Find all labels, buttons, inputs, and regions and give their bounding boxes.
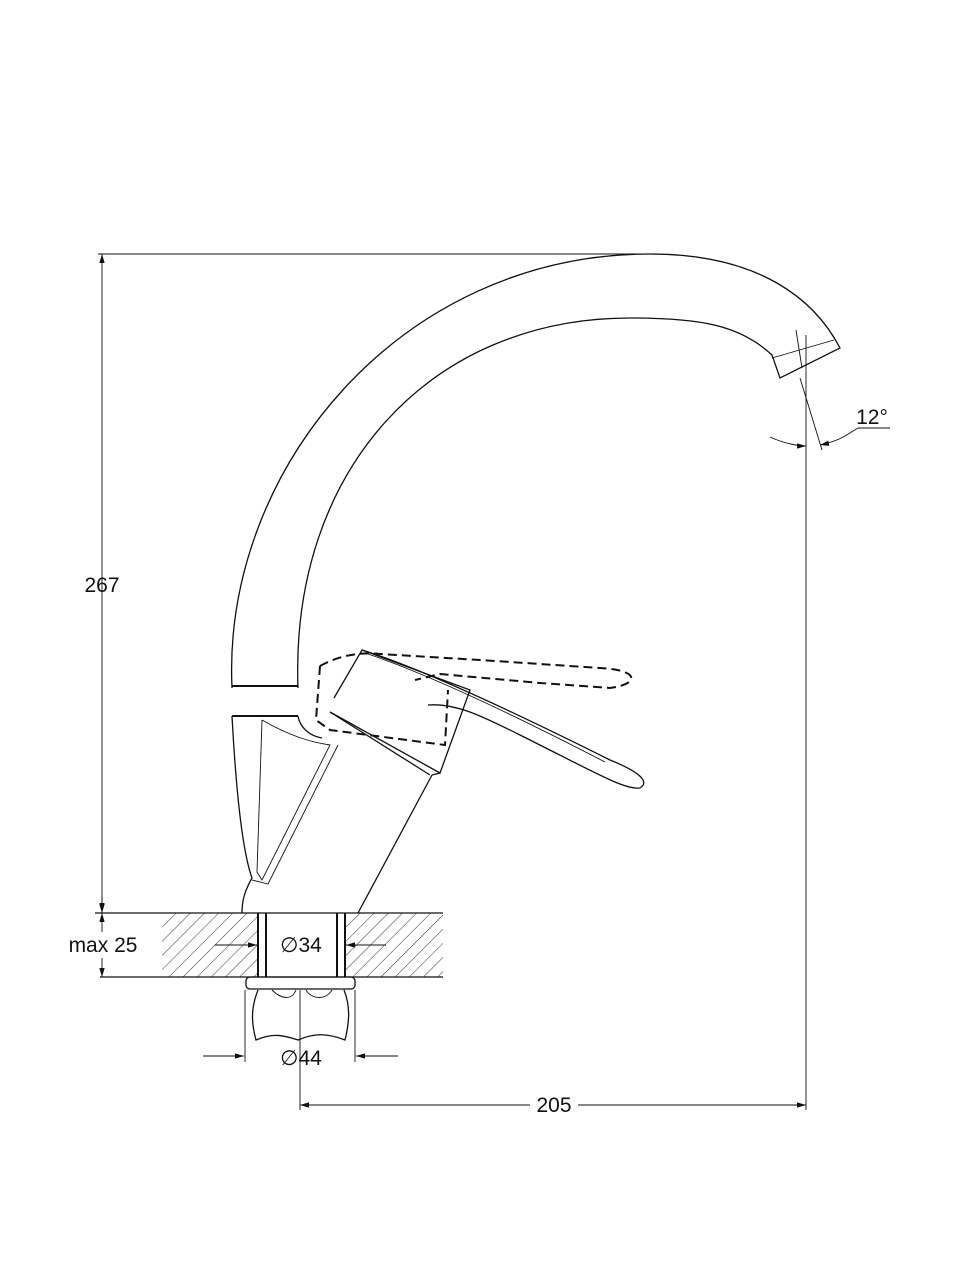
body-band (232, 685, 298, 717)
hole-diameter-dimension: ∅34 (215, 934, 386, 957)
countertop (95, 912, 443, 978)
height-dimension: 267 (84, 253, 650, 912)
reach-dimension: 205 (300, 335, 807, 1117)
nut-diameter-dimension: ∅44 (203, 990, 398, 1070)
lever-handle-alt-position (314, 652, 633, 747)
lever-handle (361, 649, 645, 789)
nut-diameter-label: ∅44 (280, 1047, 322, 1070)
spout-angle-dimension: 12° (769, 377, 890, 451)
spout-angle-label: 12° (856, 406, 888, 429)
counter-thickness-label: max 25 (69, 934, 138, 957)
mounting-nut (245, 976, 356, 1110)
lever-housing (329, 649, 471, 776)
spout (230, 253, 841, 689)
height-label: 267 (84, 574, 119, 597)
hole-diameter-label: ∅34 (280, 934, 322, 957)
faucet-body (231, 715, 433, 914)
reach-label: 205 (536, 1094, 571, 1117)
counter-thickness-dimension: max 25 (69, 895, 138, 977)
